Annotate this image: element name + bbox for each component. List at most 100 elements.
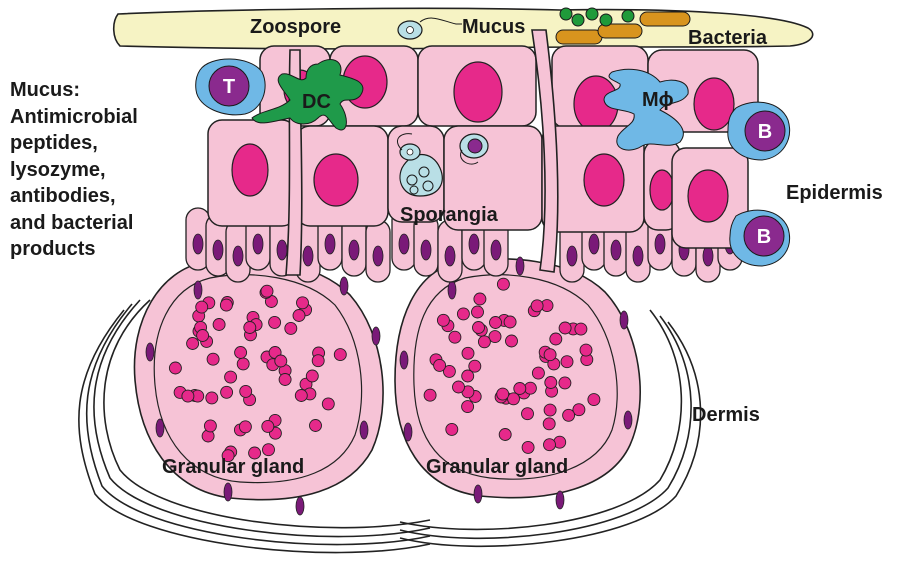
- gland-granule: [285, 322, 297, 334]
- gland-granule: [544, 349, 556, 361]
- mucus-note-line: peptides,: [10, 130, 138, 157]
- gland-granule: [453, 381, 465, 393]
- gland-granule: [545, 377, 557, 389]
- mucus-note-line: lysozyme,: [10, 157, 138, 184]
- gland-granule: [312, 355, 324, 367]
- label-b-cell-lower: B: [757, 226, 771, 248]
- gland-granule: [434, 359, 446, 371]
- label-epidermis: Epidermis: [786, 182, 883, 204]
- gland-granule: [306, 370, 318, 382]
- gland-granule: [297, 297, 309, 309]
- label-zoospore: Zoospore: [250, 16, 341, 38]
- gland-granule: [235, 347, 247, 359]
- mucus-note-line: and bacterial: [10, 210, 138, 237]
- cell-nucleus: [688, 170, 728, 222]
- basal-cell-nucleus: [349, 240, 359, 260]
- gland-wall-nucleus: [360, 421, 368, 439]
- gland-granule: [269, 316, 281, 328]
- label-mucus: Mucus: [462, 16, 525, 38]
- gland-granule: [575, 323, 587, 335]
- cell-nucleus: [584, 154, 624, 206]
- gland-granule: [240, 385, 252, 397]
- gland-granule: [196, 301, 208, 313]
- gland-granule: [169, 362, 181, 374]
- gland-granule: [474, 293, 486, 305]
- gland-wall-nucleus: [516, 257, 524, 275]
- label-t-cell: T: [223, 76, 235, 98]
- gland-wall-nucleus: [146, 343, 154, 361]
- gland-granule: [197, 330, 209, 342]
- gland-granule: [490, 317, 502, 329]
- gland-granule: [522, 441, 534, 453]
- gland-granule: [497, 388, 509, 400]
- gland-granule: [182, 390, 194, 402]
- basal-cell-nucleus: [655, 234, 665, 254]
- gland-wall-nucleus: [224, 483, 232, 501]
- label-granular-gland-right: Granular gland: [426, 456, 568, 478]
- label-dc: DC: [302, 91, 331, 113]
- gland-granule: [261, 285, 273, 297]
- basal-cell-nucleus: [611, 240, 621, 260]
- basal-cell-nucleus: [325, 234, 335, 254]
- basal-cell-nucleus: [469, 234, 479, 254]
- label-macrophage: Mϕ: [642, 89, 674, 111]
- gland-granule: [322, 398, 334, 410]
- gland-wall-nucleus: [372, 327, 380, 345]
- gland-granule: [514, 383, 526, 395]
- gland-granule: [457, 308, 469, 320]
- gland-granule: [206, 392, 218, 404]
- gland-granule: [543, 418, 555, 430]
- cell-nucleus: [454, 62, 502, 122]
- gland-granule: [544, 439, 556, 451]
- gland-granule: [221, 386, 233, 398]
- gland-granule: [462, 347, 474, 359]
- gland-granule: [559, 377, 571, 389]
- basal-cell-nucleus: [399, 234, 409, 254]
- gland-granule: [559, 322, 571, 334]
- gland-granule: [563, 409, 575, 421]
- gland-granule: [225, 371, 237, 383]
- gland-granule: [204, 420, 216, 432]
- gland-granule: [213, 319, 225, 331]
- label-granular-gland-left: Granular gland: [162, 456, 304, 478]
- gland-wall-nucleus: [556, 491, 564, 509]
- gland-granule: [295, 390, 307, 402]
- gland-wall-nucleus: [620, 311, 628, 329]
- gland-wall-nucleus: [624, 411, 632, 429]
- gland-granule: [334, 349, 346, 361]
- gland-granule: [207, 353, 219, 365]
- gland-granule: [279, 374, 291, 386]
- gland-granule: [472, 306, 484, 318]
- cell-nucleus: [694, 78, 734, 130]
- basal-cell-nucleus: [303, 246, 313, 266]
- gland-granule: [262, 420, 274, 432]
- gland-granule: [462, 401, 474, 413]
- basal-cell-nucleus: [373, 246, 383, 266]
- label-bacteria: Bacteria: [688, 27, 768, 49]
- basal-cell-nucleus: [233, 246, 243, 266]
- gland-granule: [489, 331, 501, 343]
- basal-cell-nucleus: [567, 246, 577, 266]
- gland-granule: [446, 423, 458, 435]
- gland-granule: [522, 408, 534, 420]
- gland-granule: [293, 310, 305, 322]
- gland-granule: [310, 420, 322, 432]
- gland-granule: [561, 356, 573, 368]
- gland-wall-nucleus: [156, 419, 164, 437]
- gland-granule: [506, 335, 518, 347]
- gland-granule: [239, 421, 251, 433]
- basal-cell-nucleus: [491, 240, 501, 260]
- gland-granule: [424, 389, 436, 401]
- gland-granule: [478, 336, 490, 348]
- mucus-note-line: Mucus:: [10, 77, 138, 104]
- gland-granule: [220, 299, 232, 311]
- gland-granule: [544, 404, 556, 416]
- cell-nucleus: [232, 144, 268, 196]
- mucus-note: Mucus: Antimicrobial peptides, lysozyme,…: [10, 77, 138, 263]
- basal-cell-nucleus: [703, 246, 713, 266]
- gland-granule: [437, 314, 449, 326]
- label-b-cell-upper: B: [758, 121, 772, 143]
- gland-granule: [580, 344, 592, 356]
- basal-cell-nucleus: [633, 246, 643, 266]
